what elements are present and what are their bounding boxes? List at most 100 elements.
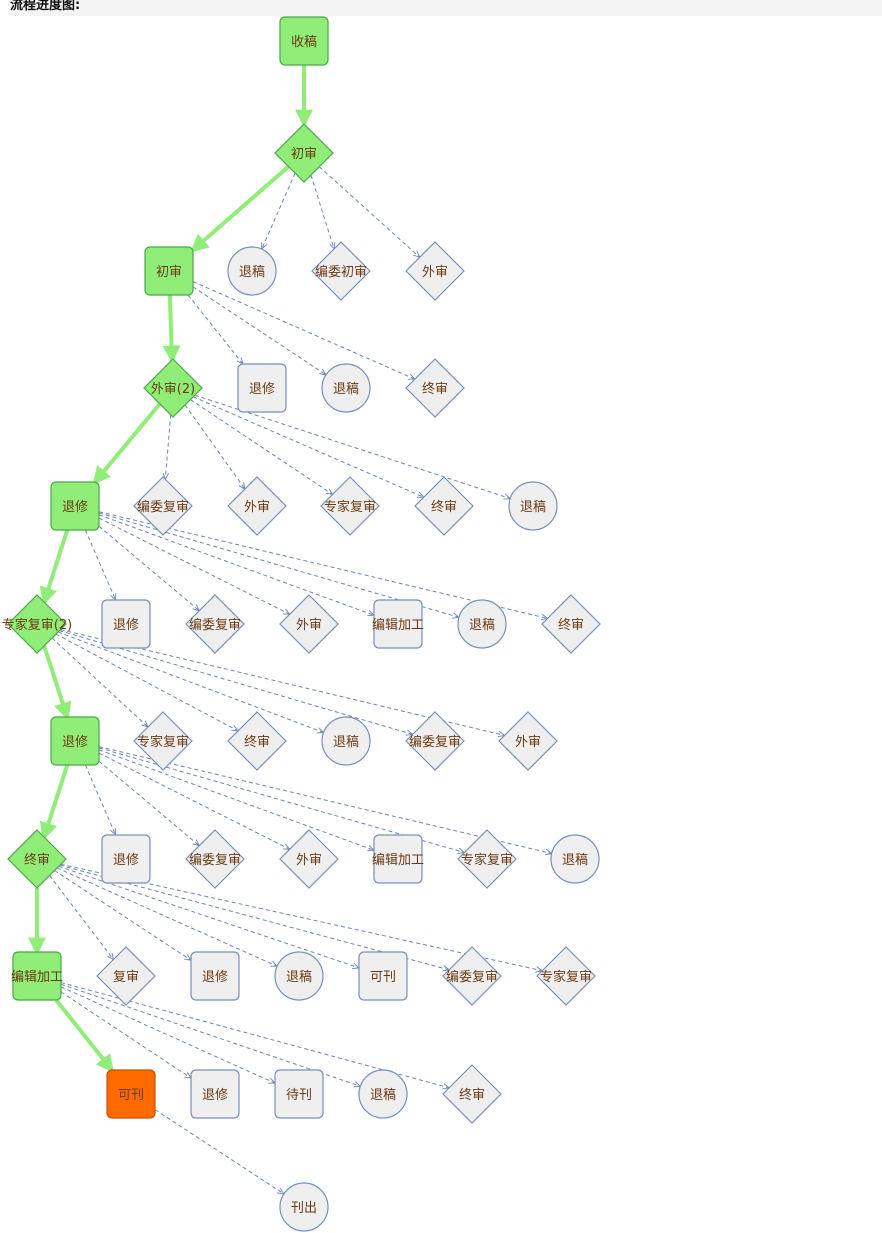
flow-node-label: 终审 [459, 1087, 485, 1103]
rect-node-shape [237, 363, 287, 413]
flow-node-option[interactable]: 退稿 [550, 834, 600, 884]
flow-node-label: 刊出 [291, 1201, 317, 1216]
circle-node-shape [321, 716, 371, 766]
option-flow-edge [187, 294, 243, 364]
rect-node-shape [279, 16, 329, 66]
flow-node-option[interactable]: 终审 [414, 476, 474, 536]
flow-node-done[interactable]: 退修 [50, 481, 100, 531]
flow-node-done[interactable]: 退修 [50, 716, 100, 766]
flow-node-option[interactable]: 终审 [442, 1064, 502, 1124]
flow-node-label: 收稿 [291, 34, 317, 50]
flow-node-label: 编委复审 [137, 500, 189, 515]
flow-node-option[interactable]: 编委复审 [405, 711, 465, 771]
diamond-node-shape [7, 594, 67, 654]
flow-node-option[interactable]: 退稿 [508, 481, 558, 531]
flow-node-option[interactable]: 退稿 [321, 716, 371, 766]
flow-node-done[interactable]: 收稿 [279, 16, 329, 66]
diamond-node-shape [96, 946, 156, 1006]
flow-node-label: 编辑加工 [11, 970, 63, 985]
flow-node-option[interactable]: 复审 [96, 946, 156, 1006]
diamond-node-shape [320, 476, 380, 536]
flow-node-current[interactable]: 可刊 [106, 1069, 156, 1119]
flow-node-option[interactable]: 编委复审 [185, 594, 245, 654]
flow-node-option[interactable]: 退修 [237, 363, 287, 413]
rect-node-shape [358, 951, 408, 1001]
diamond-node-shape [311, 241, 371, 301]
flow-node-option[interactable]: 外审 [279, 829, 339, 889]
flow-node-label: 专家复审 [324, 499, 376, 515]
option-flow-edge [318, 166, 419, 258]
flow-node-done[interactable]: 外审(2) [143, 358, 203, 418]
flow-node-label: 终审 [422, 381, 448, 397]
flow-node-done[interactable]: 初审 [144, 246, 194, 296]
flow-node-option[interactable]: 退修 [190, 951, 240, 1001]
flow-node-option[interactable]: 退稿 [274, 951, 324, 1001]
flow-node-option[interactable]: 终审 [405, 358, 465, 418]
flow-node-option[interactable]: 终审 [541, 594, 601, 654]
page-header: 流程进度图: [8, 0, 882, 16]
flow-node-option[interactable]: 退稿 [227, 246, 277, 296]
circle-node-shape [279, 1182, 329, 1232]
flow-node-done[interactable]: 专家复审(2) [2, 594, 72, 654]
flow-node-option[interactable]: 专家复审 [536, 946, 596, 1006]
rect-node-shape [12, 951, 62, 1001]
rect-node-shape [274, 1069, 324, 1119]
flow-node-option[interactable]: 退稿 [358, 1069, 408, 1119]
main-flow-edge [39, 529, 70, 606]
flow-node-option[interactable]: 编委复审 [185, 829, 245, 889]
flow-node-label: 待刊 [286, 1088, 312, 1103]
flow-node-option[interactable]: 编委复审 [442, 946, 502, 1006]
option-flow-edge [165, 414, 172, 480]
flow-node-label: 退稿 [239, 264, 265, 280]
flow-node-option[interactable]: 可刊 [358, 951, 408, 1001]
diamond-node-shape [143, 358, 203, 418]
flow-node-option[interactable]: 退修 [101, 834, 151, 884]
flow-node-label: 编委复审 [446, 970, 498, 985]
option-flow-edge [154, 1109, 284, 1194]
flow-node-option[interactable]: 编辑加工 [372, 599, 424, 649]
diamond-node-shape [405, 711, 465, 771]
flow-node-option[interactable]: 编委初审 [311, 241, 371, 301]
flow-node-label: 外审 [515, 735, 541, 750]
rect-node-shape [106, 1069, 156, 1119]
flow-node-option[interactable]: 刊出 [279, 1182, 329, 1232]
flow-node-done[interactable]: 初审 [274, 123, 334, 183]
rect-node-shape [190, 1069, 240, 1119]
flow-node-option[interactable]: 专家复审 [457, 829, 517, 889]
diamond-node-shape [541, 594, 601, 654]
flow-node-label: 外审 [422, 265, 448, 280]
flow-node-done[interactable]: 编辑加工 [11, 951, 63, 1001]
flow-node-option[interactable]: 待刊 [274, 1069, 324, 1119]
flow-node-label: 编辑加工 [372, 618, 424, 633]
flow-node-option[interactable]: 专家复审 [133, 711, 193, 771]
option-flow-edge [98, 746, 552, 854]
flow-node-option[interactable]: 退稿 [321, 363, 371, 413]
flow-node-option[interactable]: 终审 [227, 711, 287, 771]
flow-node-option[interactable]: 外审 [279, 594, 339, 654]
flow-node-option[interactable]: 外审 [405, 241, 465, 301]
flow-node-option[interactable]: 专家复审 [320, 476, 380, 536]
option-flow-edge [190, 399, 332, 495]
circle-node-shape [227, 246, 277, 296]
diamond-node-shape [536, 946, 596, 1006]
diamond-node-shape [274, 123, 334, 183]
flow-node-done[interactable]: 终审 [7, 829, 67, 889]
flow-node-label: 编委复审 [409, 735, 461, 750]
option-flow-edge [56, 867, 277, 966]
flow-node-option[interactable]: 退稿 [457, 599, 507, 649]
option-flow-edge [60, 986, 275, 1083]
flow-node-option[interactable]: 退修 [101, 599, 151, 649]
flow-node-option[interactable]: 编辑加工 [372, 834, 424, 884]
option-flow-edge [184, 404, 245, 489]
flow-node-label: 外审(2) [151, 382, 195, 397]
flow-node-option[interactable]: 退修 [190, 1069, 240, 1119]
flow-node-option[interactable]: 外审 [227, 476, 287, 536]
rect-node-shape [101, 834, 151, 884]
flow-node-option[interactable]: 外审 [498, 711, 558, 771]
main-flow-edge [54, 998, 115, 1073]
flow-node-label: 退修 [202, 1088, 228, 1103]
option-flow-edge [60, 991, 191, 1078]
flow-node-option[interactable]: 编委复审 [133, 476, 193, 536]
flow-node-label: 可刊 [370, 970, 396, 985]
diamond-node-shape [227, 711, 287, 771]
